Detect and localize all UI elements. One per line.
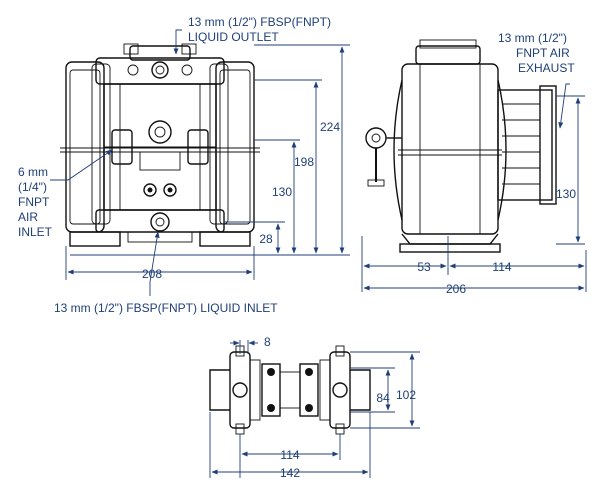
bottom-view	[209, 345, 371, 435]
dim-bottom-outer-height: 102	[396, 388, 416, 402]
label-air-exhaust-1: 13 mm (1/2")	[498, 31, 567, 45]
dim-side-left-offset: 53	[417, 260, 431, 274]
side-view	[365, 39, 557, 253]
dim-side-right-offset: 114	[492, 260, 511, 274]
label-liquid-outlet-2: LIQUID OUTLET	[188, 30, 279, 44]
dim-front-width: 208	[142, 267, 162, 281]
label-liquid-inlet: 13 mm (1/2") FBSP(FNPT) LIQUID INLET	[54, 301, 278, 315]
dim-bottom-inner-height: 84	[376, 391, 390, 405]
label-liquid-outlet-1: 13 mm (1/2") FBSP(FNPT)	[188, 15, 331, 29]
label-air-inlet-3: FNPT	[18, 195, 50, 209]
side-dimensions	[361, 83, 587, 292]
label-air-inlet-1: 6 mm	[18, 165, 48, 179]
dim-bottom-foot-width: 8	[264, 335, 271, 349]
front-dimensions	[50, 29, 350, 296]
label-air-exhaust-2: FNPT AIR	[516, 46, 570, 60]
dim-front-liquid-inlet-height: 28	[259, 232, 273, 246]
dim-side-width: 206	[446, 282, 466, 296]
label-air-inlet-4: AIR	[18, 210, 38, 224]
dim-front-air-inlet-height: 130	[272, 185, 292, 199]
label-air-exhaust-3: EXHAUST	[518, 61, 575, 75]
front-view	[60, 43, 260, 247]
dim-bottom-overall-width: 142	[280, 466, 300, 480]
label-air-inlet-5: INLET	[18, 225, 53, 239]
dim-side-exhaust-height: 130	[556, 187, 576, 201]
bottom-dimensions	[209, 340, 420, 478]
label-air-inlet-2: (1/4")	[18, 180, 47, 194]
dim-front-outlet-height: 198	[294, 155, 314, 169]
dim-front-overall-height: 224	[320, 120, 340, 134]
dim-bottom-hole-spacing: 114	[280, 448, 299, 462]
